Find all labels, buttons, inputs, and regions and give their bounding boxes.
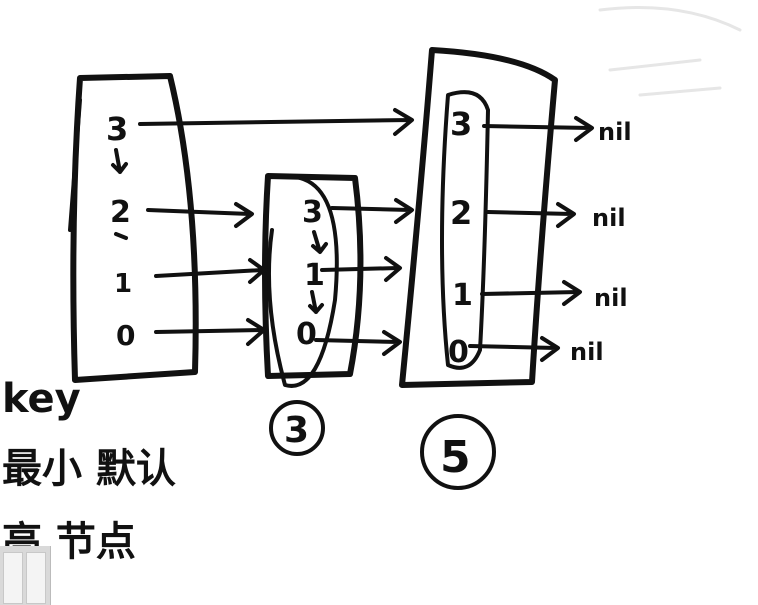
table-c-label-1: 2 <box>450 194 472 232</box>
arrow-a2-to-b <box>146 202 254 228</box>
arrow-c2-to-tail <box>486 202 576 228</box>
table-c-label-3: 0 <box>448 335 469 370</box>
table-b-label-0: 3 <box>302 195 323 230</box>
table-a-label-1: 2 <box>110 195 131 230</box>
table-b-count-circle <box>269 400 325 456</box>
arrow-c3-to-tail <box>482 116 594 142</box>
thumbnail-panel-left <box>3 552 23 604</box>
table-b-count: 3 <box>284 410 309 451</box>
tail-label-2: nil <box>594 284 628 312</box>
arrow-a1-to-b <box>154 258 266 284</box>
arrow-a0-to-b <box>154 318 266 346</box>
arrows-a-to-next <box>138 108 414 346</box>
arrow-b3-to-c2 <box>330 198 414 224</box>
arrow-a3-to-c3 <box>138 108 414 136</box>
table-b-inner-oval <box>266 176 339 388</box>
thumbnail-panel-right <box>26 552 46 604</box>
table-c-count: 5 <box>440 432 471 483</box>
table-a-left-tick <box>68 98 82 232</box>
note-line-2: 最小 默认 <box>2 446 176 492</box>
video-thumbnail <box>0 546 51 605</box>
arrow-c0-to-tail <box>468 336 560 362</box>
table-c-label-2: 1 <box>452 278 473 313</box>
table-a-down-arrow-1 <box>111 148 128 174</box>
tail-label-0: nil <box>598 118 632 146</box>
arrow-c1-to-tail <box>480 280 582 306</box>
table-b-label-2: 0 <box>296 317 317 352</box>
table-c-outline <box>399 47 558 388</box>
table-c-inner-oval <box>440 90 490 370</box>
table-a-label-0: 3 <box>106 110 128 148</box>
table-a-label-3: 0 <box>116 319 135 352</box>
tail-label-3: nil <box>570 338 604 366</box>
table-b-down-arrow-2 <box>308 290 324 314</box>
arrows-c-to-tail <box>468 116 594 362</box>
table-b-down-arrow-1 <box>311 230 328 254</box>
table-c-count-circle <box>420 414 496 490</box>
arrow-b0-to-c0 <box>314 330 402 356</box>
arrows-b-to-c <box>314 198 414 356</box>
table-b-outline <box>262 173 364 379</box>
table-a-dash <box>114 232 128 240</box>
table-c-label-0: 3 <box>450 105 472 143</box>
tail-label-1: nil <box>592 204 626 232</box>
table-a-label-2: 1 <box>114 269 132 299</box>
table-b-label-1: 1 <box>304 258 325 293</box>
note-line-1: key <box>2 376 81 422</box>
arrow-b1-to-c1 <box>320 256 402 282</box>
faint-background-strokes <box>598 6 742 97</box>
